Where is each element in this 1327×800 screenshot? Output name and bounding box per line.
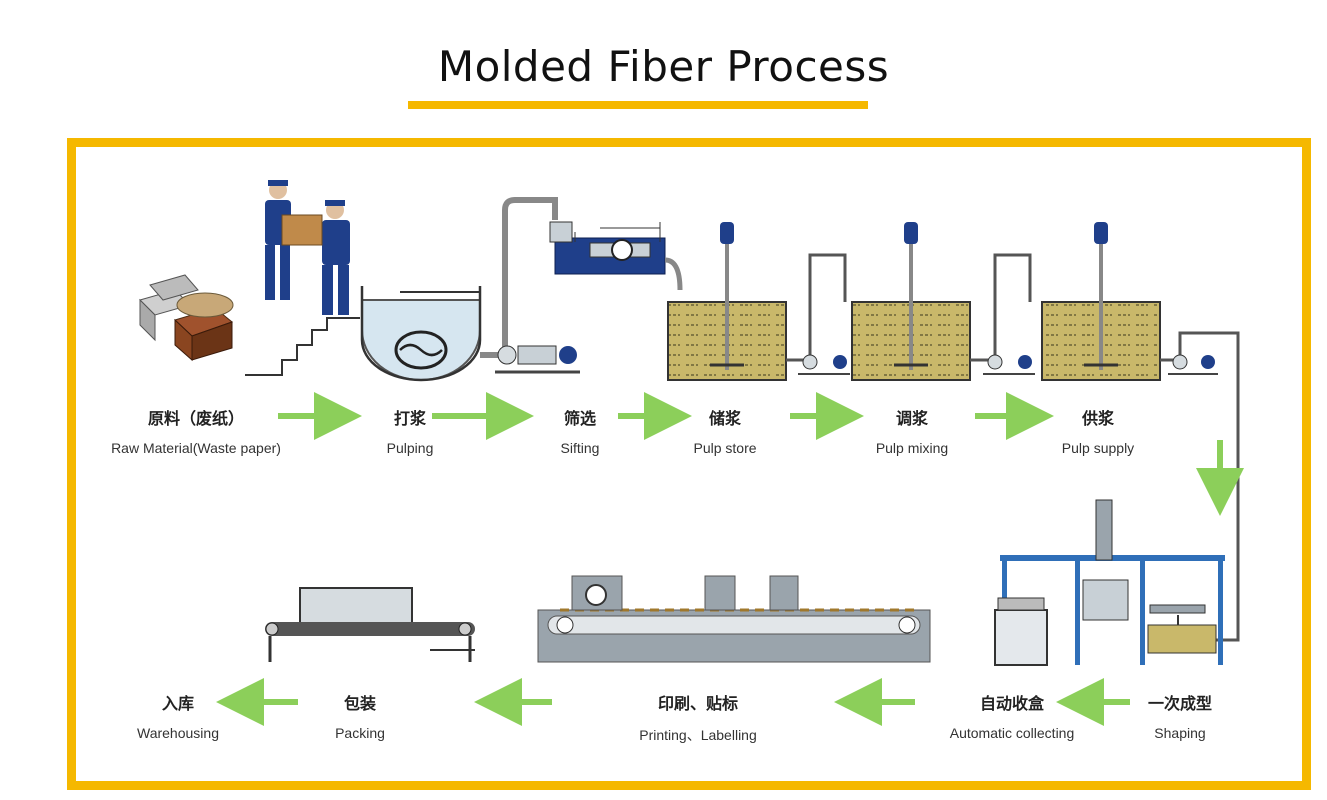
pulp-mixing-tank bbox=[851, 222, 971, 381]
title-underline bbox=[408, 101, 868, 109]
step-printing-cn: 印刷、贴标 bbox=[657, 694, 739, 713]
page-title: Molded Fiber Process bbox=[437, 42, 890, 91]
step-shaping-cn: 一次成型 bbox=[1147, 694, 1213, 713]
pulper-pump-and-pipe bbox=[480, 197, 580, 374]
workers bbox=[265, 180, 350, 315]
step-pulp-mixing-cn: 调浆 bbox=[895, 409, 929, 428]
transfer-pumps bbox=[798, 354, 1218, 375]
step-pulp-supply-cn: 供浆 bbox=[1081, 409, 1115, 428]
pulp-supply-tank bbox=[1041, 222, 1161, 381]
step-packing-cn: 包装 bbox=[343, 694, 377, 713]
step-raw-material-cn: 原料（废纸） bbox=[147, 409, 245, 428]
waste-paper-bales bbox=[139, 274, 234, 362]
packing-conveyor bbox=[265, 587, 475, 662]
step-pulp-store-cn: 储浆 bbox=[708, 409, 742, 428]
pulper-tank bbox=[360, 286, 482, 382]
step-warehousing-en: Warehousing bbox=[137, 725, 219, 741]
stairs bbox=[245, 317, 360, 376]
step-sifting-cn: 筛选 bbox=[563, 409, 597, 428]
sifter-machine bbox=[549, 221, 683, 291]
pulp-store-tank bbox=[667, 222, 787, 381]
shaping-machine bbox=[1000, 499, 1225, 665]
step-packing-en: Packing bbox=[335, 725, 385, 741]
printing-conveyor bbox=[537, 575, 931, 663]
step-raw-material-en: Raw Material(Waste paper) bbox=[111, 440, 281, 456]
step-collecting-cn: 自动收盒 bbox=[979, 694, 1045, 713]
step-shaping-en: Shaping bbox=[1154, 725, 1206, 741]
collecting-bin bbox=[994, 597, 1048, 666]
step-pulp-store-en: Pulp store bbox=[693, 440, 757, 456]
step-pulp-supply-en: Pulp supply bbox=[1061, 440, 1135, 456]
flow-arrows bbox=[216, 392, 1244, 726]
step-sifting-en: Sifting bbox=[560, 440, 600, 456]
step-warehousing-cn: 入库 bbox=[161, 694, 195, 713]
step-printing-en: Printing、Labelling bbox=[639, 727, 757, 743]
step-collecting-en: Automatic collecting bbox=[949, 725, 1075, 741]
step-pulping-cn: 打浆 bbox=[393, 409, 427, 428]
step-pulping-en: Pulping bbox=[386, 440, 434, 456]
step-pulp-mixing-en: Pulp mixing bbox=[875, 440, 949, 456]
